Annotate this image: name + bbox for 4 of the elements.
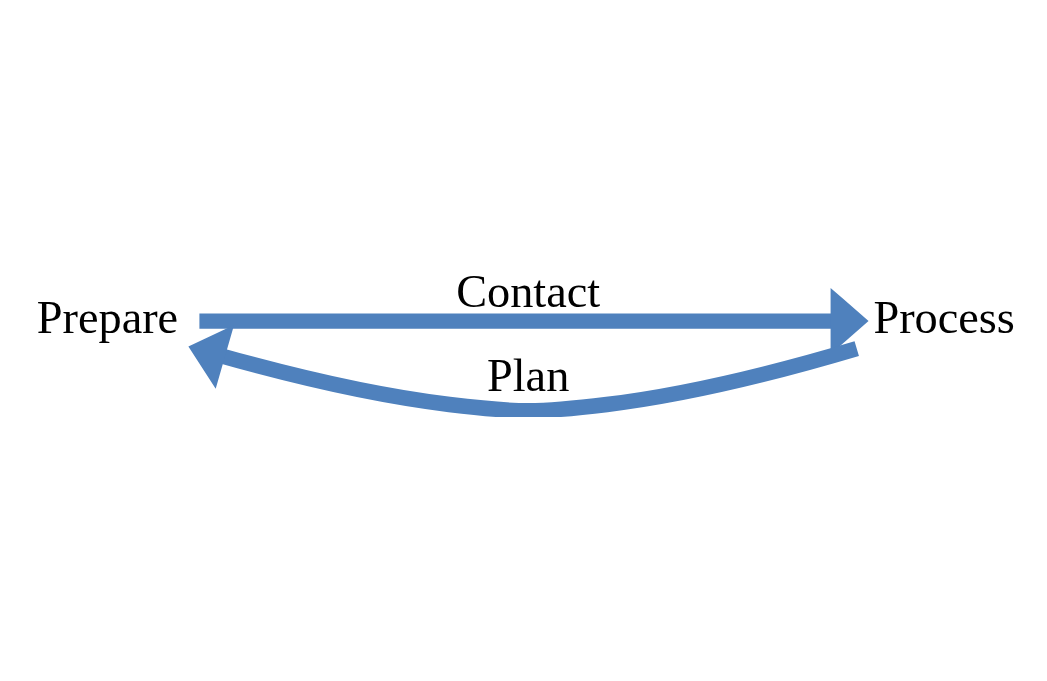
node-text: Process — [873, 291, 1015, 343]
edge-label: Plan — [486, 349, 570, 401]
node-text: Prepare — [36, 291, 179, 343]
edge-label: Contact — [456, 266, 601, 318]
